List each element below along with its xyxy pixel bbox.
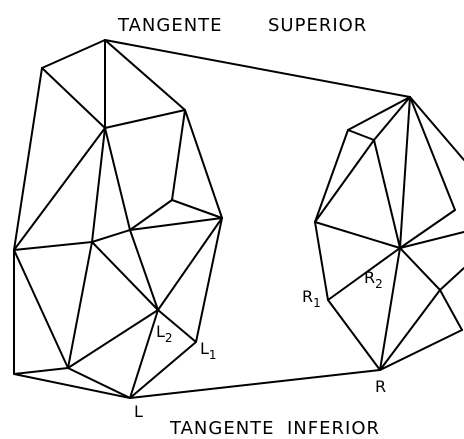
left-triangulation bbox=[13, 39, 223, 399]
label-l2-subscript: 2 bbox=[165, 331, 173, 345]
lower-tangent-line bbox=[129, 369, 381, 399]
label-l1: L1 bbox=[200, 339, 217, 362]
label-l1-subscript: 1 bbox=[209, 348, 217, 362]
label-r1: R1 bbox=[302, 287, 321, 310]
label-r2: R2 bbox=[364, 268, 383, 291]
label-r: R bbox=[375, 377, 386, 396]
right-triangulation bbox=[314, 96, 464, 371]
label-l2-letter: L bbox=[156, 322, 165, 341]
label-r2-subscript: 2 bbox=[375, 277, 383, 291]
title-top-tangente: TANGENTE bbox=[117, 15, 223, 36]
title-bottom-tangente: TANGENTE bbox=[169, 418, 275, 439]
label-r1-subscript: 1 bbox=[313, 296, 321, 310]
label-r1-letter: R bbox=[302, 287, 313, 306]
label-r2-letter: R bbox=[364, 268, 375, 287]
title-bottom-inferior: INFERIOR bbox=[287, 418, 380, 439]
title-top-superior: SUPERIOR bbox=[268, 15, 367, 36]
label-l2: L2 bbox=[156, 322, 173, 345]
upper-tangent-line bbox=[104, 39, 411, 98]
label-l1-letter: L bbox=[200, 339, 209, 358]
label-l: L bbox=[134, 402, 143, 421]
